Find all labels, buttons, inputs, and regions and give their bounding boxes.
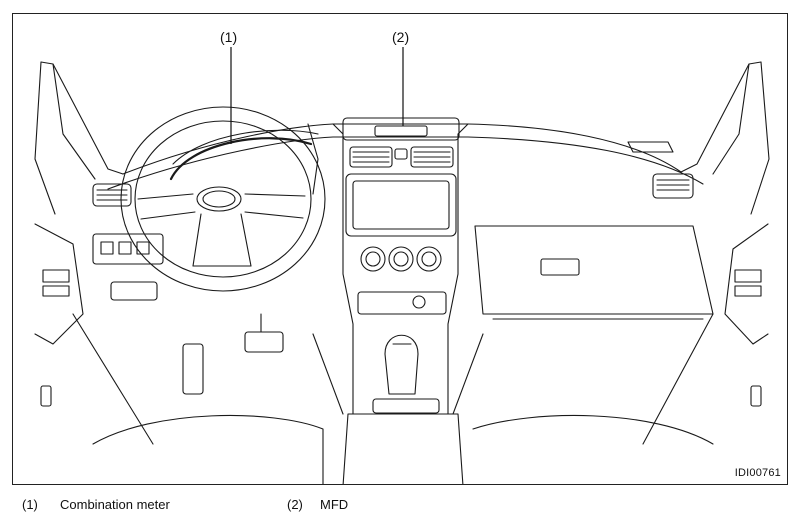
right-side-vent (652, 173, 694, 199)
accelerator-pedal (182, 343, 204, 395)
dashboard-line-drawing (34, 61, 770, 484)
center-stack-outline (332, 123, 469, 415)
leader-lines (230, 47, 404, 144)
driver-seat (92, 414, 324, 484)
right-defrost-vent (627, 141, 674, 153)
left-window-switches (42, 269, 70, 297)
right-door-panel (724, 223, 769, 345)
left-side-vent (92, 183, 132, 207)
glove-box-handle (540, 258, 580, 276)
center-vent-right (410, 146, 454, 168)
floor-lines (72, 313, 714, 445)
left-a-pillar (40, 61, 124, 175)
callout-1-label: (1) (220, 29, 238, 45)
center-vent-left (349, 146, 393, 168)
combination-meter-hood (169, 137, 313, 181)
right-a-pillar-inner (712, 63, 750, 175)
gear-shifter (384, 334, 419, 395)
dashboard-illustration-frame: (1) (2) IDI00761 (12, 13, 788, 485)
legend-1-text: Combination meter (60, 497, 170, 512)
dash-top-edge-2 (107, 136, 704, 190)
dash-top-edge (122, 123, 682, 175)
left-window-frame (34, 61, 56, 215)
left-door-panel (34, 223, 84, 345)
legend-2-text: MFD (320, 497, 349, 512)
steering-hub-logo (196, 186, 242, 212)
callout-2-label: (2) (392, 29, 410, 45)
right-a-pillar (680, 61, 762, 173)
figure-id: IDI00761 (734, 467, 781, 479)
right-window-frame (750, 61, 770, 215)
mfd-display (374, 125, 428, 137)
legend-1-number: (1) (22, 497, 38, 512)
steering-wheel-inner (134, 120, 312, 278)
steering-spoke-left (137, 193, 196, 220)
legend-2-number: (2) (287, 497, 303, 512)
steering-wheel-outer (120, 106, 326, 292)
climate-knob-center (388, 246, 414, 272)
passenger-seat (472, 414, 714, 445)
left-a-pillar-inner (52, 63, 96, 180)
climate-knob-right (416, 246, 442, 272)
climate-knob-left (360, 246, 386, 272)
brake-pedal (244, 331, 284, 353)
steering-spoke-right (244, 193, 306, 219)
head-unit-screen (352, 180, 450, 230)
left-switch-panel (92, 233, 164, 265)
steering-spoke-bottom (192, 213, 252, 267)
